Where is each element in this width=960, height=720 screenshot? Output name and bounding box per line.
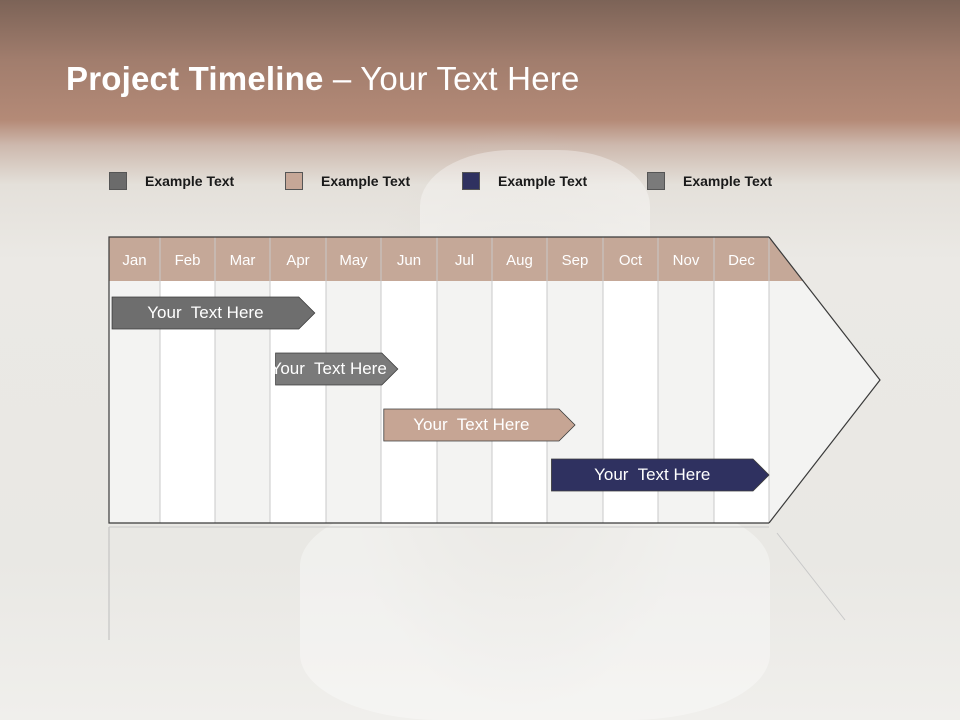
legend-swatch-1 [109,172,127,190]
person-body-silhouette [300,500,770,720]
month-label-dec: Dec [728,252,755,269]
month-label-may: May [339,252,368,269]
month-column-aug [492,281,547,523]
month-column-jul [437,281,492,523]
month-column-jun [381,281,437,523]
task-bar-4 [551,458,770,492]
task-bar-3 [383,408,576,442]
month-column-may [326,281,381,523]
legend-label-4: Example Text [683,173,773,189]
reflection-line [776,532,846,621]
page-title: Project Timeline – Your Text Here [66,60,580,98]
chart-outline [108,236,769,524]
legend-label-3: Example Text [498,173,588,189]
arrow-outline [768,236,881,524]
legend-item-4: Example Text [647,170,772,192]
legend-label-2: Example Text [321,173,411,189]
title-bold: Project Timeline [66,60,324,97]
month-label-nov: Nov [673,252,700,269]
legend-item-1: Example Text [109,170,234,192]
month-label-jun: Jun [397,252,421,269]
legend-item-3: Example Text [462,170,587,192]
legend-swatch-2 [285,172,303,190]
legend-swatch-4 [647,172,665,190]
month-label-sep: Sep [562,252,589,269]
timeline-bars [111,296,770,492]
task-bar-2 [275,352,399,386]
month-label-mar: Mar [230,252,256,269]
legend-item-2: Example Text [285,170,410,192]
month-header-band [109,237,769,281]
task-bar-1 [111,296,316,330]
month-label-apr: Apr [286,252,309,269]
month-label-jul: Jul [455,252,474,269]
month-label-aug: Aug [506,252,533,269]
legend-label-1: Example Text [145,173,235,189]
month-label-jan: Jan [122,252,146,269]
legend-swatch-3 [462,172,480,190]
month-label-feb: Feb [175,252,201,269]
title-rest: – Your Text Here [323,60,580,97]
month-label-oct: Oct [619,252,643,269]
